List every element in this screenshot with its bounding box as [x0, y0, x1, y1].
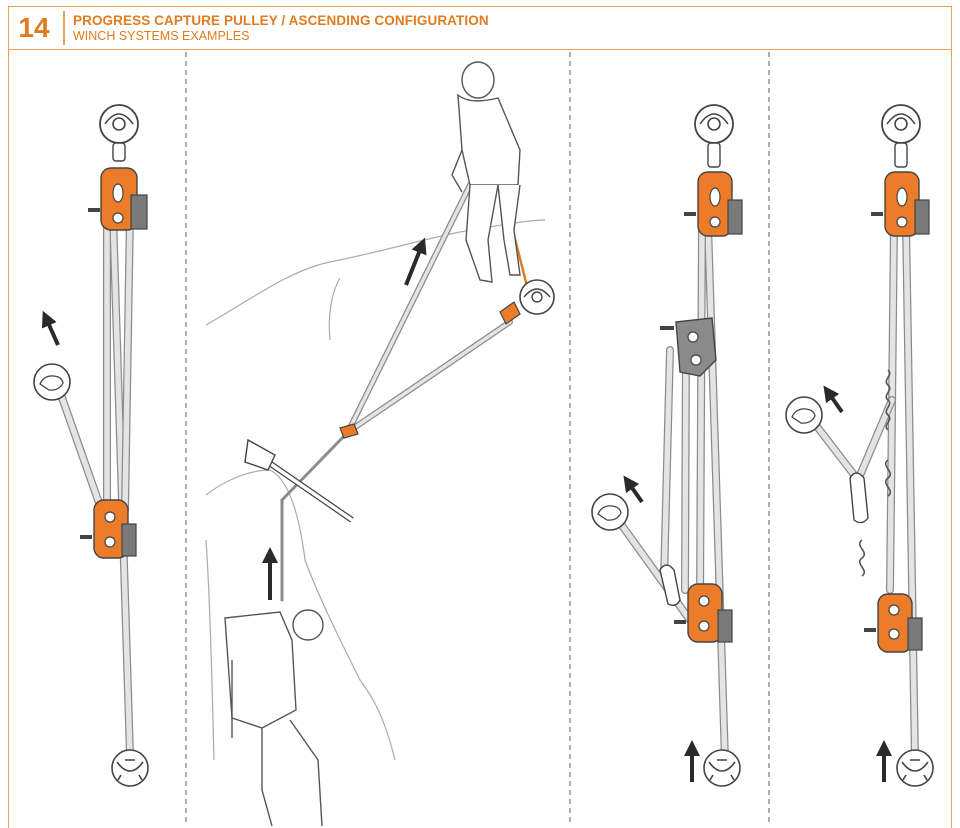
mobile-pulley-icon [339, 423, 359, 439]
pull-arrow-icon [823, 385, 844, 414]
panel-4 [785, 104, 934, 787]
anchor-icon [99, 104, 139, 162]
rope-strands [56, 211, 134, 759]
pull-arrow-icon [404, 237, 427, 286]
page-subtitle: WINCH SYSTEMS EXAMPLES [73, 29, 250, 43]
mobile-pulley-icon [864, 593, 923, 653]
page-header: 14 PROGRESS CAPTURE PULLEY / ASCENDING C… [8, 6, 952, 50]
pull-arrow-icon [41, 310, 60, 346]
panel-3 [591, 104, 743, 787]
hand-pull-icon [785, 396, 823, 434]
rope-strands [280, 178, 530, 602]
panel-dividers [185, 52, 770, 826]
hand-pull-icon [591, 493, 629, 531]
rescuer-figure [451, 61, 521, 283]
mobile-pulley-icon [80, 499, 137, 559]
panel-2 [205, 61, 555, 827]
carabiner-icon [849, 472, 869, 524]
rope-knots-icon [858, 369, 892, 577]
progress-capture-pulley-icon [88, 167, 148, 231]
climber-figure [224, 609, 324, 827]
page-frame [8, 50, 952, 828]
pull-arrow-icon [623, 475, 644, 504]
load-harness-icon [896, 749, 934, 787]
page-title: PROGRESS CAPTURE PULLEY / ASCENDING CONF… [73, 13, 489, 28]
section-number: 14 [18, 11, 50, 43]
mobile-pulley-icon [674, 583, 733, 643]
progress-capture-pulley-icon [871, 171, 930, 237]
load-harness-icon [703, 749, 741, 787]
header-divider [63, 11, 65, 45]
anchor-icon [881, 104, 921, 168]
rope-strands [614, 221, 729, 764]
rope-grab-device-icon [499, 301, 521, 325]
progress-capture-pulley-icon [684, 171, 743, 237]
second-pulley-icon [660, 317, 717, 377]
ice-axe-icon [244, 438, 354, 523]
anchor-icon [694, 104, 734, 168]
panel-1 [33, 104, 149, 787]
hand-pull-icon [33, 363, 71, 401]
anchor-icon [519, 279, 555, 315]
load-harness-icon [111, 749, 149, 787]
carabiner-icon [659, 564, 681, 607]
